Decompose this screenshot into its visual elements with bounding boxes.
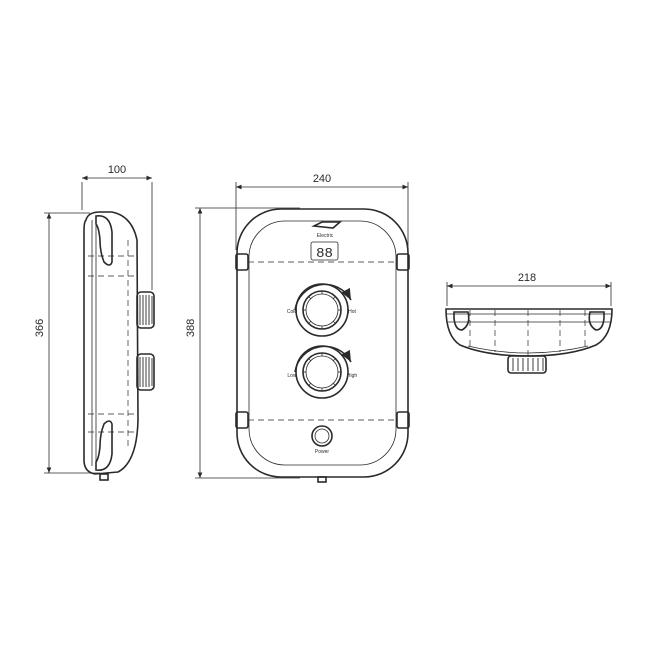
brand-logo-icon: [311, 221, 343, 229]
model-label: Electric: [317, 233, 334, 239]
temperature-display: 88: [310, 241, 339, 262]
power-label: Power: [315, 449, 330, 455]
top-width-label: 218: [518, 272, 536, 284]
side-knob-top: [136, 291, 155, 329]
low-label: Low: [287, 373, 297, 379]
top-knob: [507, 355, 547, 374]
front-height-label: 388: [185, 319, 197, 337]
top-view: 218: [445, 272, 613, 374]
high-label: High: [347, 373, 358, 379]
hot-label: Hot: [348, 309, 356, 315]
power-button[interactable]: Power: [311, 425, 333, 455]
flow-knob[interactable]: Low High: [287, 345, 358, 399]
side-height-label: 366: [34, 319, 46, 337]
display-digits: 88: [316, 246, 333, 262]
temperature-knob[interactable]: Cold Hot: [287, 283, 357, 337]
cold-label: Cold: [287, 309, 298, 315]
side-knob-bottom: [136, 353, 155, 391]
side-view: 100 366: [34, 164, 155, 481]
front-width-label: 240: [313, 173, 331, 185]
front-view: 240 388 Electric 88: [185, 173, 410, 483]
side-depth-label: 100: [108, 164, 126, 176]
